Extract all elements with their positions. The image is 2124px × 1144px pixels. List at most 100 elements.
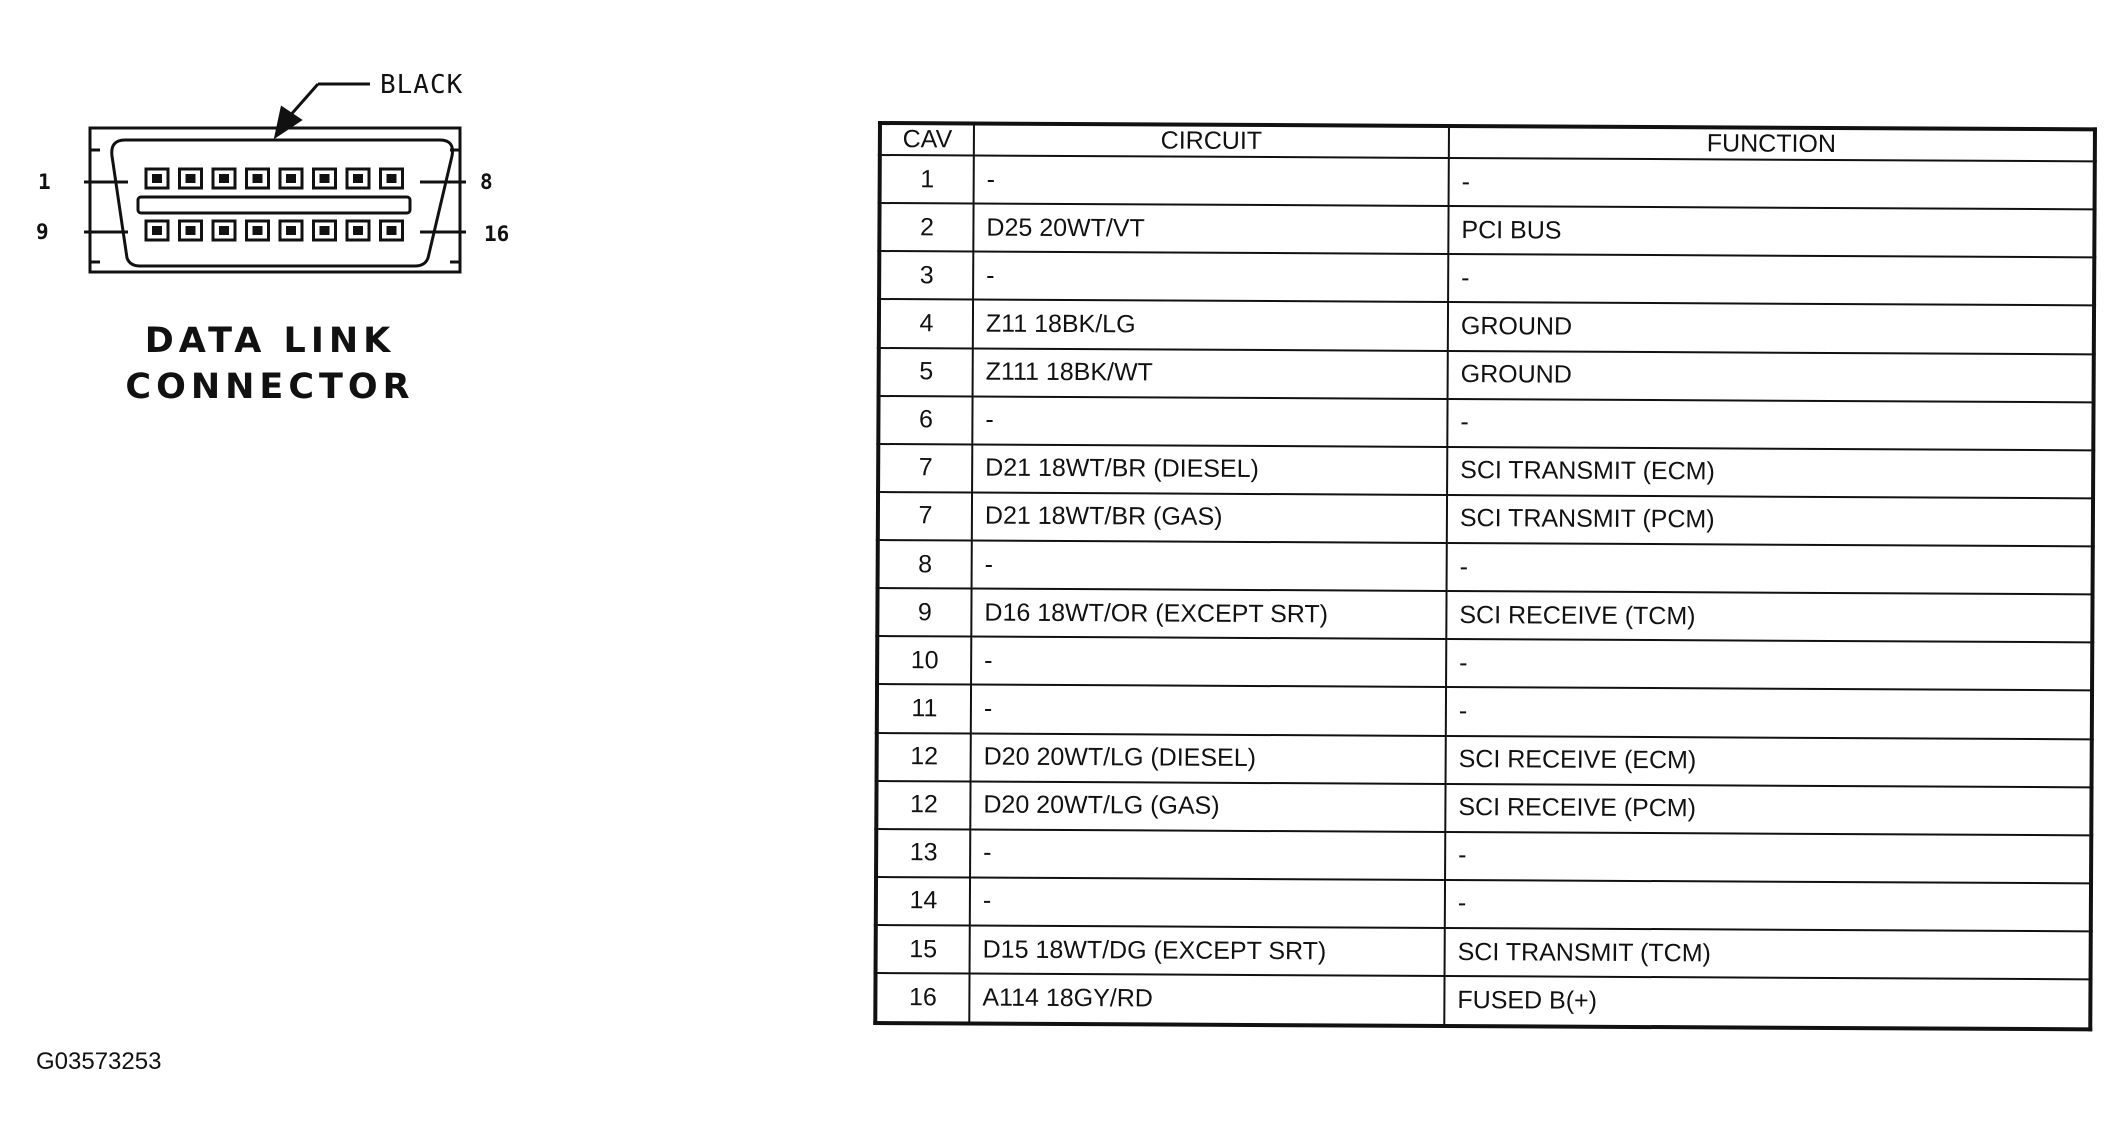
pin-terminal-8: [386, 174, 397, 183]
pin-cavity-2: [178, 167, 203, 190]
cav-cell: 14: [875, 876, 971, 926]
table-row: 13--: [876, 828, 2092, 884]
center-key-bar: [136, 195, 412, 215]
function-cell: GROUND: [1447, 302, 2095, 354]
header-cav: CAV: [879, 123, 974, 156]
cav-cell: 6: [878, 395, 973, 445]
table-row: 11--: [876, 684, 2093, 739]
cav-cell: 4: [878, 299, 974, 348]
pin-cavity-14: [312, 219, 337, 242]
function-cell: SCI RECEIVE (ECM): [1445, 735, 2092, 787]
circuit-cell: D20 20WT/LG (GAS): [970, 781, 1446, 832]
connector-color-label: BLACK: [380, 70, 464, 100]
pin-terminal-10: [185, 226, 196, 235]
pin-terminal-13: [286, 226, 296, 235]
pin-terminal-14: [319, 226, 330, 235]
circuit-cell: -: [971, 636, 1447, 688]
cav-cell: 3: [879, 251, 974, 300]
function-cell: -: [1444, 879, 2092, 932]
cav-cell: 7: [878, 443, 973, 493]
circuit-cell: -: [970, 829, 1446, 880]
pin-cavity-4: [245, 167, 270, 190]
pin-cavity-1: [144, 167, 170, 190]
function-cell: -: [1446, 639, 2093, 691]
cav-cell: 12: [876, 780, 971, 830]
table-row: 1--: [879, 155, 2095, 210]
pin-terminal-1: [152, 174, 162, 183]
function-cell: GROUND: [1447, 350, 2094, 402]
table-row: 8--: [877, 540, 2093, 595]
pin-terminal-16: [386, 226, 397, 235]
circuit-cell: Z11 18BK/LG: [972, 299, 1449, 351]
pin-cavity-9: [144, 219, 170, 242]
pin-label-1: 1: [38, 170, 51, 194]
cav-cell: 16: [875, 973, 970, 1024]
data-link-connector-drawing: [84, 82, 466, 274]
cav-cell: 11: [876, 684, 972, 733]
function-cell: -: [1445, 687, 2093, 739]
pin-terminal-4: [252, 174, 263, 183]
cav-cell: 9: [877, 588, 972, 637]
function-cell: -: [1448, 254, 2095, 306]
pin-cavity-13: [278, 219, 304, 242]
pin-cavity-11: [211, 219, 237, 242]
table-row: 14--: [875, 876, 2092, 932]
pin-label-16: 16: [484, 222, 510, 246]
pin-cavity-5: [278, 167, 304, 190]
pin-terminal-15: [353, 226, 363, 235]
function-cell: -: [1448, 157, 2095, 210]
table-row: 10--: [877, 636, 2093, 691]
pin-terminal-7: [353, 174, 363, 183]
circuit-cell: -: [973, 251, 1449, 303]
circuit-cell: D20 20WT/LG (DIESEL): [970, 732, 1446, 784]
circuit-cell: -: [971, 540, 1447, 592]
pin-terminal-2: [185, 174, 196, 183]
pin-cavity-10: [178, 219, 203, 242]
function-cell: FUSED B(+): [1444, 976, 2091, 1030]
cav-cell: 15: [875, 924, 970, 974]
connector-face: [110, 138, 454, 268]
pin-cavity-7: [345, 167, 371, 190]
connector-shell: [84, 126, 466, 274]
pin-cavity-6: [312, 167, 337, 190]
function-cell: -: [1446, 542, 2093, 595]
pin-terminal-12: [252, 226, 263, 235]
header-function: FUNCTION: [1448, 125, 2095, 162]
pin-label-9: 9: [36, 220, 49, 244]
function-cell: SCI TRANSMIT (ECM): [1447, 446, 2094, 499]
pin-row-top: [144, 167, 404, 190]
cav-cell: 7: [877, 491, 973, 541]
cav-cell: 8: [877, 540, 972, 589]
circuit-cell: -: [973, 155, 1449, 207]
circuit-cell: D21 18WT/BR (GAS): [971, 492, 1448, 543]
pin-terminal-5: [286, 174, 296, 183]
pin-cavity-16: [379, 219, 404, 242]
cav-cell: 10: [877, 636, 972, 685]
table-row: 3--: [879, 251, 2095, 306]
function-cell: SCI TRANSMIT (TCM): [1444, 927, 2091, 980]
pin-cavity-3: [211, 167, 237, 190]
function-cell: PCI BUS: [1448, 206, 2095, 258]
connector-title-line-1: DATA LINK: [144, 321, 396, 361]
cav-cell: 2: [879, 203, 974, 252]
pin-cavity-15: [345, 219, 371, 242]
cav-cell: 5: [878, 347, 973, 397]
cav-cell: 1: [879, 155, 974, 204]
connector-housing: [88, 126, 462, 274]
circuit-cell: D15 18WT/DG (EXCEPT SRT): [969, 925, 1445, 977]
pin-terminal-6: [319, 174, 330, 183]
circuit-cell: A114 18GY/RD: [969, 973, 1445, 1026]
header-circuit: CIRCUIT: [973, 123, 1449, 158]
figure-id: G03573253: [36, 1048, 162, 1075]
